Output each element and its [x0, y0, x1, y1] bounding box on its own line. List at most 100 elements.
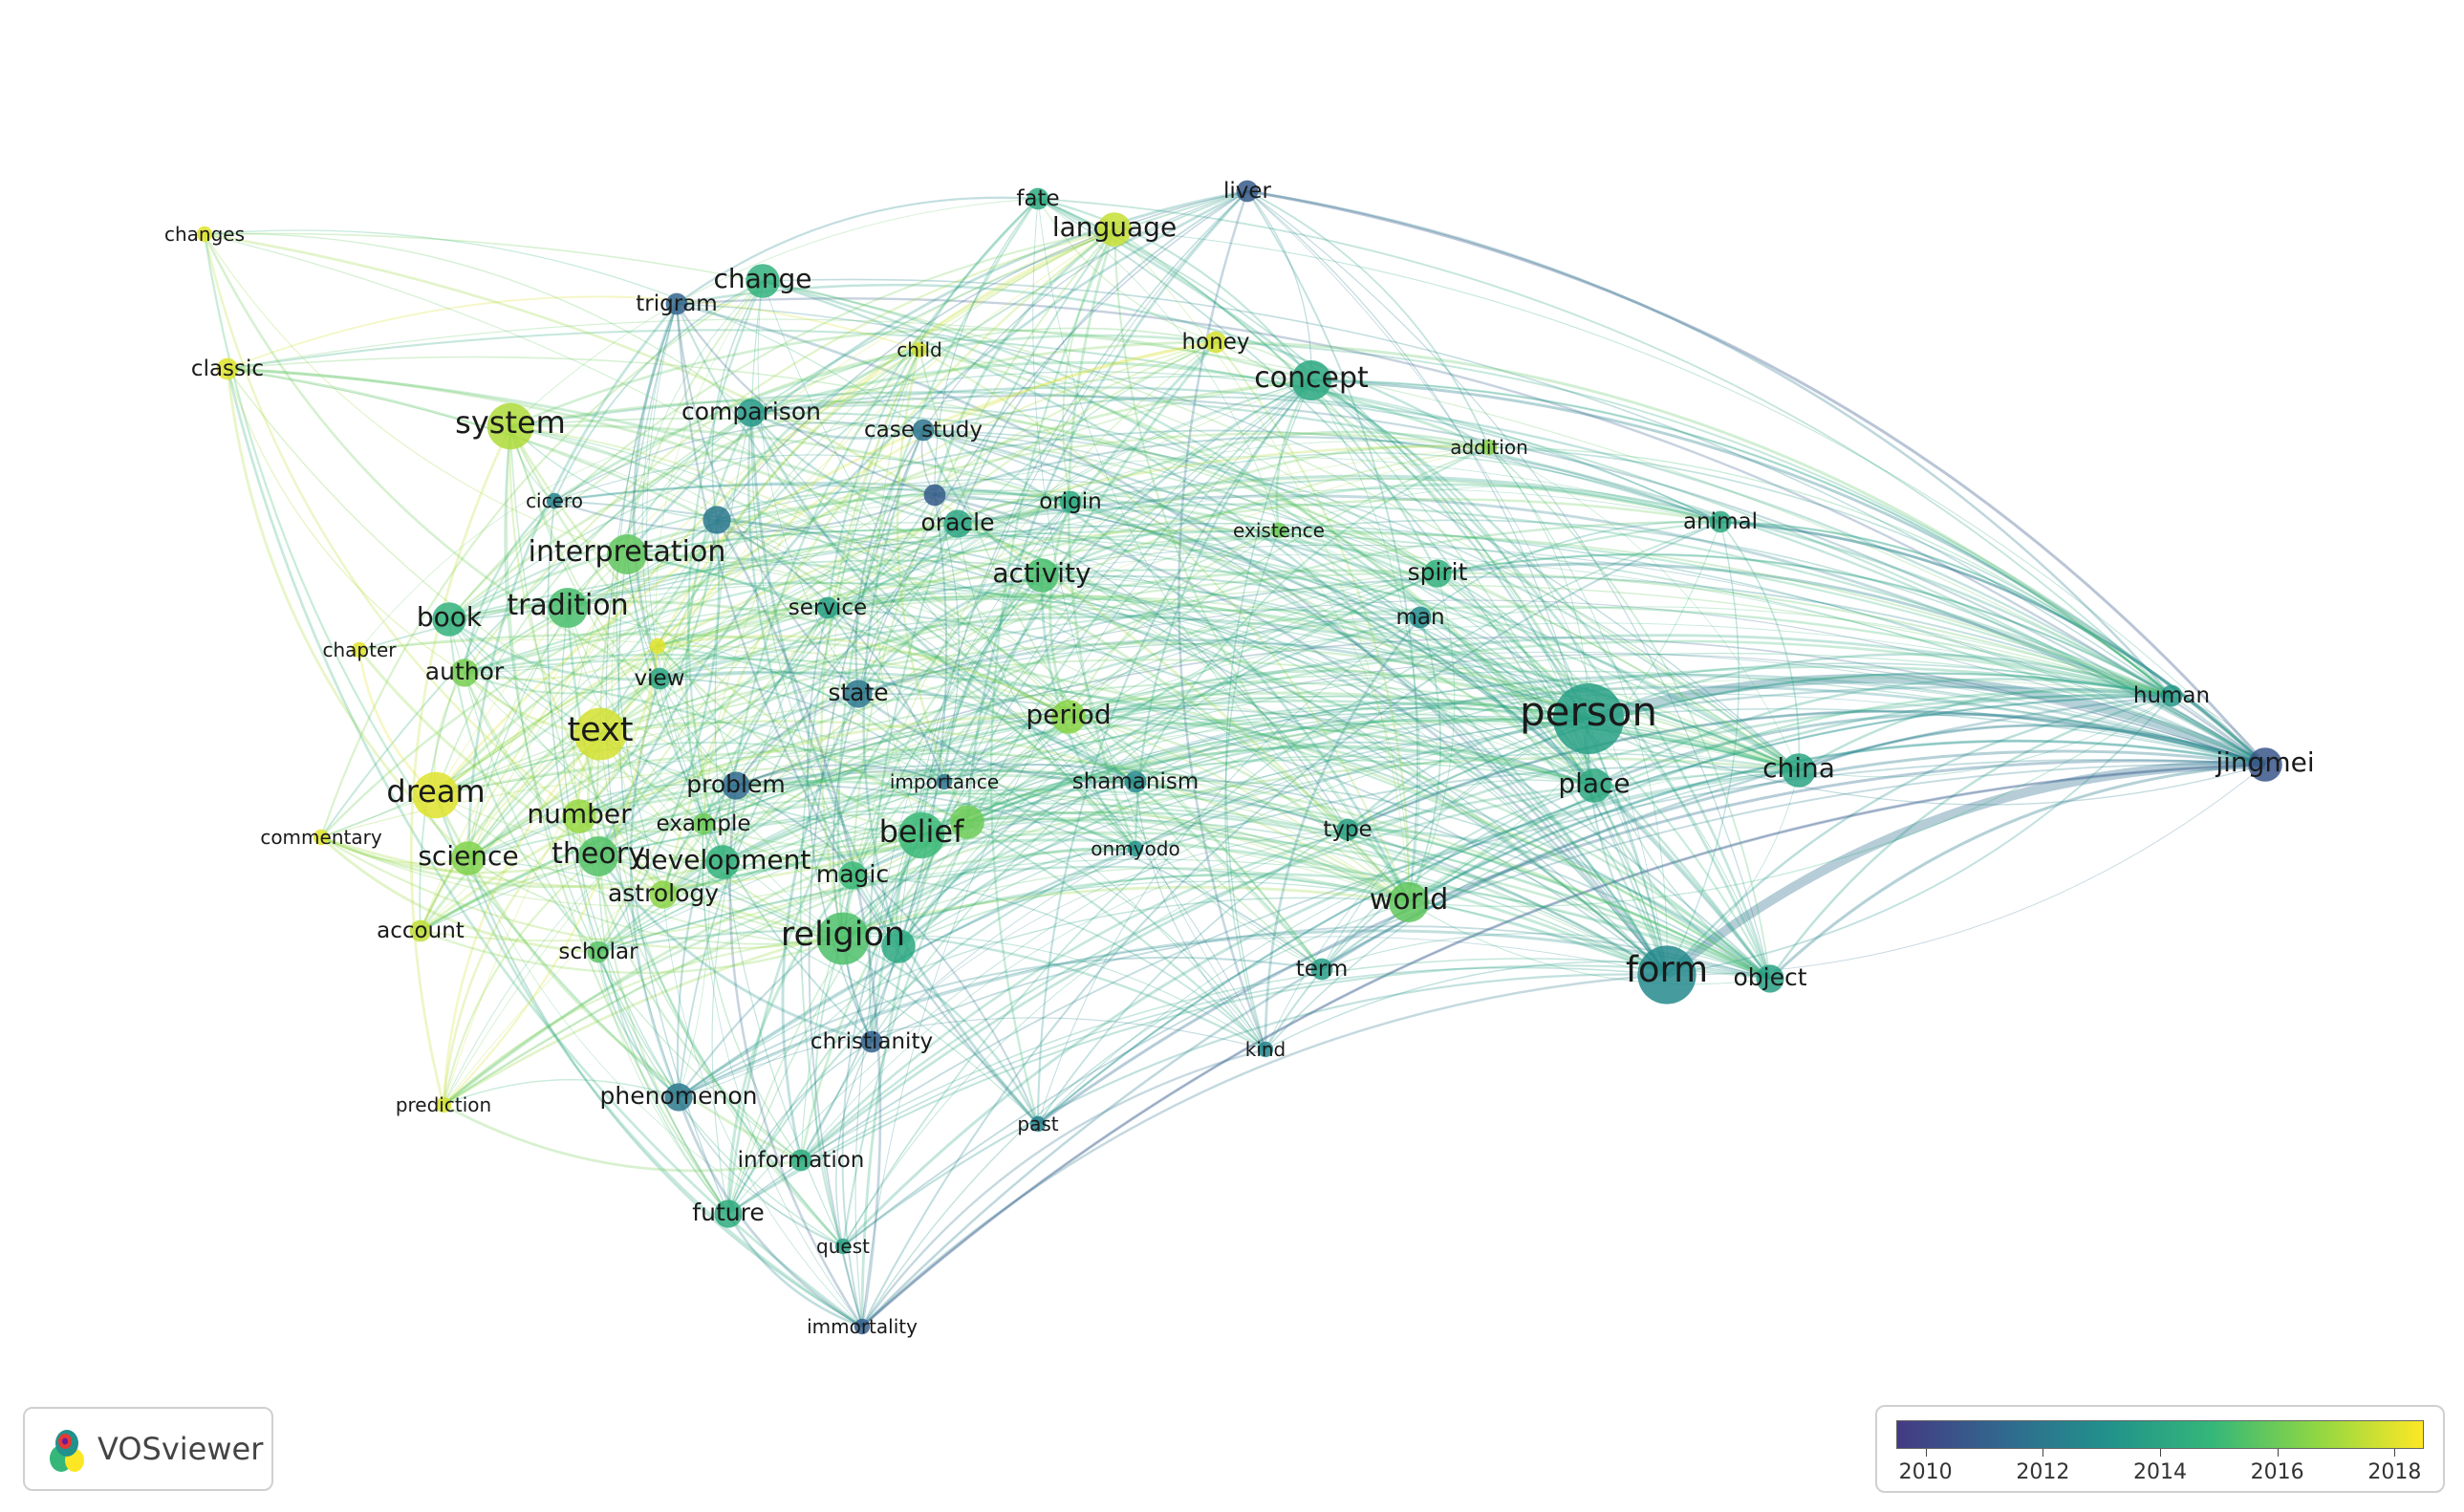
node-unlabeled[interactable] [702, 506, 731, 534]
network-edge [464, 522, 959, 674]
node-classic[interactable] [216, 357, 239, 380]
network-edge [1488, 446, 1589, 720]
network-edge [722, 817, 1410, 903]
node-object[interactable] [1756, 964, 1784, 993]
node-man[interactable] [1409, 606, 1432, 629]
node-future[interactable] [714, 1199, 743, 1228]
node-unlabeled[interactable] [881, 929, 916, 963]
node-account[interactable] [409, 919, 432, 942]
node-importance[interactable] [936, 773, 953, 790]
node-problem[interactable] [722, 771, 750, 800]
node-quest[interactable] [834, 1238, 852, 1255]
node-christianity[interactable] [860, 1030, 883, 1053]
network-edge [1719, 520, 2267, 767]
node-jingmei[interactable] [2248, 747, 2282, 782]
node-language[interactable] [1097, 212, 1132, 247]
network-edge [1408, 572, 1456, 903]
node-development[interactable] [705, 845, 740, 879]
node-interpretation[interactable] [607, 534, 647, 574]
network-edge [842, 847, 1136, 940]
network-edge [448, 618, 599, 857]
node-fate[interactable] [1027, 187, 1049, 210]
node-place[interactable] [1577, 768, 1611, 803]
node-unlabeled[interactable] [923, 484, 946, 507]
node-system[interactable] [486, 402, 534, 450]
node-unlabeled[interactable] [649, 637, 666, 655]
node-type[interactable] [1336, 818, 1359, 841]
network-edge [1408, 740, 2266, 903]
node-state[interactable] [844, 680, 873, 708]
node-child[interactable] [911, 341, 928, 358]
node-phenomenon[interactable] [664, 1083, 693, 1112]
node-honey[interactable] [1204, 331, 1227, 354]
node-author[interactable] [450, 659, 479, 687]
node-information[interactable] [789, 1149, 812, 1172]
node-tradition[interactable] [548, 588, 588, 628]
node-human[interactable] [2160, 684, 2183, 707]
network-edge [1070, 430, 1490, 504]
node-magic[interactable] [838, 861, 867, 890]
node-label-man: man [1395, 605, 1444, 630]
network-edge [827, 607, 1136, 850]
node-oracle[interactable] [943, 509, 972, 538]
node-person[interactable] [1553, 683, 1624, 754]
network-edge [1037, 759, 2266, 1126]
node-shamanism[interactable] [1124, 770, 1147, 793]
network-edge [716, 190, 1248, 521]
node-activity[interactable] [1025, 558, 1059, 593]
node-animal[interactable] [1709, 510, 1732, 533]
network-edge [442, 733, 601, 1106]
node-unlabeled[interactable] [950, 805, 984, 839]
network-edge [726, 875, 854, 1215]
network-edge [861, 1048, 1266, 1328]
node-service[interactable] [816, 596, 839, 619]
node-text[interactable] [573, 707, 627, 761]
network-edge [842, 867, 1410, 940]
node-concept[interactable] [1291, 360, 1331, 400]
network-edge [467, 569, 1438, 860]
node-view[interactable] [648, 667, 671, 690]
node-chapter[interactable] [351, 641, 368, 659]
node-trigram[interactable] [665, 292, 688, 315]
network-edge [597, 341, 1217, 953]
node-astrology[interactable] [649, 880, 678, 909]
node-religion[interactable] [816, 912, 870, 965]
node-cicero[interactable] [546, 492, 563, 509]
node-addition[interactable] [1481, 439, 1498, 456]
network-edge [841, 768, 1800, 1248]
node-book[interactable] [432, 602, 466, 637]
network-edge [1588, 718, 1771, 980]
network-edge [1070, 452, 1721, 523]
network-edge [467, 857, 844, 1247]
node-changes[interactable] [196, 226, 213, 243]
node-existence[interactable] [1270, 522, 1287, 539]
node-spirit[interactable] [1423, 559, 1452, 588]
node-number[interactable] [562, 799, 596, 833]
node-dream[interactable] [412, 771, 460, 819]
node-world[interactable] [1389, 882, 1429, 922]
network-edge [726, 501, 1071, 1215]
node-kind[interactable] [1257, 1041, 1274, 1058]
node-comparison[interactable] [737, 399, 766, 427]
node-belief[interactable] [897, 811, 945, 859]
node-example[interactable] [692, 812, 715, 835]
node-origin[interactable] [1059, 490, 1082, 513]
node-label-astrology: astrology [608, 879, 719, 907]
node-science[interactable] [451, 841, 486, 875]
node-immortality[interactable] [854, 1318, 871, 1335]
node-case_study[interactable] [912, 419, 935, 442]
node-prediction[interactable] [435, 1096, 452, 1113]
network-edge [750, 395, 2266, 766]
node-change[interactable] [746, 264, 780, 298]
node-onmyodo[interactable] [1127, 840, 1144, 857]
node-form[interactable] [1637, 945, 1697, 1004]
node-theory[interactable] [578, 836, 618, 876]
node-term[interactable] [1310, 958, 1333, 981]
node-period[interactable] [1051, 700, 1086, 734]
network-edge [434, 340, 1217, 796]
node-past[interactable] [1029, 1115, 1047, 1133]
node-china[interactable] [1782, 753, 1816, 788]
node-scholar[interactable] [587, 940, 610, 963]
node-commentary[interactable] [313, 829, 330, 846]
node-liver[interactable] [1236, 180, 1259, 203]
